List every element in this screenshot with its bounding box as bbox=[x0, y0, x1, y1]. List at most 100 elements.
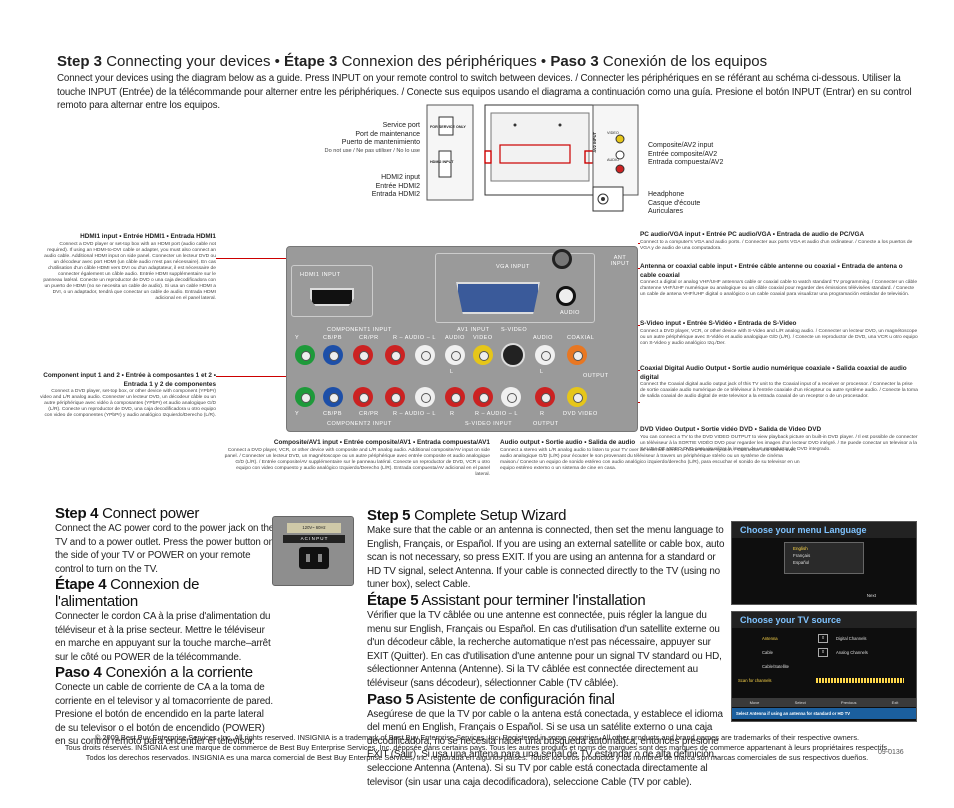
audio-out-callout-text: Connect a stereo with L/R analog audio t… bbox=[500, 447, 800, 471]
language-next-button[interactable]: Next bbox=[866, 593, 876, 598]
menu-source-screen: Choose your TV source Antenna Cable Cabl… bbox=[731, 611, 917, 722]
av1-callout: Composite/AV1 input • Entrée composite/A… bbox=[222, 439, 490, 478]
scan-progress-bar bbox=[816, 678, 904, 683]
nav-select: Select bbox=[794, 700, 806, 705]
vga-port-label: VGA INPUT bbox=[496, 264, 530, 270]
footer-line-2: Tous droits réservés. INSIGNIA est une m… bbox=[64, 743, 890, 752]
step5-es-label: Paso 5 bbox=[367, 690, 414, 708]
step5-en-heading: Step 5 Complete Setup Wizard bbox=[367, 507, 725, 524]
svideo-jack bbox=[501, 343, 525, 367]
audio-out-callout: Audio output • Sortie audio • Salida de … bbox=[500, 439, 800, 472]
antenna-callout-text: Connect a digital or analog VHF/UHF ante… bbox=[640, 280, 918, 298]
dvd-video-out-jack bbox=[567, 387, 587, 407]
footer-line-3: Todos los derechos reservados. INSIGNIA … bbox=[85, 753, 869, 762]
svideo-callout: S-Video input • Entrée S-Vidéo • Entrada… bbox=[640, 320, 918, 347]
comp1-pb-label: CB/PB bbox=[323, 335, 343, 341]
hdmi1-port-label: HDMI1 INPUT bbox=[300, 272, 341, 278]
av1-r-label: R bbox=[450, 411, 455, 417]
av1-l-label: L bbox=[450, 369, 454, 375]
step5-en-label: Step 5 bbox=[367, 507, 411, 524]
source-option-cable-satellite[interactable]: Cable/Satellite bbox=[762, 664, 790, 669]
hdmi2-fr: Entrée HDMI2 bbox=[375, 182, 420, 190]
av1-audio-label: AUDIO bbox=[445, 335, 465, 341]
nav-exit: Exit bbox=[891, 700, 899, 705]
out-l-label: L bbox=[540, 369, 544, 375]
hdmi1-port bbox=[310, 288, 354, 306]
comp1-pr-jack bbox=[353, 345, 373, 365]
step3-intro: Connect your devices using the diagram b… bbox=[57, 73, 912, 111]
language-option-espanol[interactable]: Español bbox=[793, 560, 810, 565]
comp2-pb-jack bbox=[323, 387, 343, 407]
component-callout-title: Component input 1 and 2 • Entrée à compo… bbox=[43, 372, 216, 388]
hdmi2-en: HDMI2 input bbox=[381, 174, 420, 181]
digital-channel-count: 0 bbox=[818, 634, 828, 643]
comp1-audio-r-jack bbox=[385, 345, 405, 365]
headphone-label: Headphone Casque d'écoute Auriculares bbox=[648, 191, 738, 217]
menu-source-title: Choose your TV source bbox=[732, 612, 916, 628]
step5-fr-label: Étape 5 bbox=[367, 591, 419, 609]
vga-port bbox=[456, 282, 540, 314]
svideo-input-label: S-VIDEO INPUT bbox=[465, 421, 513, 427]
step4-fr-label: Étape 4 bbox=[55, 576, 107, 593]
hdmi1-callout-title: HDMI1 input • Entrée HDMI1 • Entrada HDM… bbox=[80, 233, 216, 240]
hdmi2-label: HDMI2 input Entrée HDMI2 Entrada HDMI2 bbox=[340, 174, 420, 200]
source-option-antenna[interactable]: Antenna bbox=[762, 636, 778, 641]
out-r-label: R bbox=[540, 411, 545, 417]
document-code: 09-0136 bbox=[878, 749, 904, 756]
coaxial-jack bbox=[567, 345, 587, 365]
out-audio-label: AUDIO bbox=[533, 335, 553, 341]
antenna-jack bbox=[552, 249, 572, 269]
comp1-audio-l-jack bbox=[415, 345, 435, 365]
comp1-y-jack bbox=[295, 345, 315, 365]
step3-fr-label: Étape 3 bbox=[284, 53, 338, 70]
menu-nav-bar: Move Select Previous Exit bbox=[732, 698, 916, 707]
headphone-fr: Casque d'écoute bbox=[648, 199, 701, 207]
nav-move: Move bbox=[749, 700, 760, 705]
svideo-audio-l-jack bbox=[501, 387, 521, 407]
service-port-en: Service port bbox=[382, 122, 420, 129]
svc-small-label: FOR SERVICE ONLY bbox=[430, 125, 466, 129]
step5-es-title: Asistente de configuración final bbox=[416, 690, 615, 708]
comp2-y-label: Y bbox=[295, 411, 300, 417]
language-option-english[interactable]: English bbox=[793, 546, 808, 551]
hdmi1-callout: HDMI1 input • Entrée HDMI1 • Entrada HDM… bbox=[40, 233, 216, 302]
composite2-fr: Entrée composite/AV2 bbox=[648, 150, 718, 158]
component-callout-text: Connect a DVD player, set-top box, or ot… bbox=[40, 389, 216, 419]
av1-callout-text: Connect a DVD player, VCR, or other devi… bbox=[224, 447, 490, 477]
footer: © 2009 Best Buy Enterprise Services, Inc… bbox=[40, 733, 914, 763]
hdmi1-zone: HDMI1 INPUT bbox=[291, 265, 373, 317]
step3-en-label: Step 3 bbox=[57, 53, 103, 70]
step4-es-title: Conexión a la corriente bbox=[105, 664, 253, 681]
step5-fr-text: Vérifier que la TV câblée ou une antenne… bbox=[367, 609, 722, 689]
source-option-cable[interactable]: Cable bbox=[762, 650, 773, 655]
step5-fr-heading: Étape 5 Assistant pour terminer l'instal… bbox=[367, 592, 725, 609]
step5-section: Step 5 Complete Setup Wizard Make sure t… bbox=[367, 507, 725, 789]
av1-port-label: AV1 INPUT bbox=[457, 327, 490, 333]
step4-es-label: Paso 4 bbox=[55, 664, 102, 681]
tv-side-diagram bbox=[426, 104, 639, 212]
step4-fr-title: Connexion de l'alimentation bbox=[55, 576, 200, 610]
antenna-callout: Antenna or coaxial cable input • Entrée … bbox=[640, 263, 918, 298]
language-option-francais[interactable]: Français bbox=[793, 553, 811, 558]
composite2-en: Composite/AV2 input bbox=[648, 142, 714, 149]
comp1-y-label: Y bbox=[295, 335, 300, 341]
av1-video-label: VIDEO bbox=[473, 335, 493, 341]
step5-fr-title: Assistant pour terminer l'installation bbox=[421, 591, 646, 609]
headphone-en: Headphone bbox=[648, 191, 685, 198]
step4-en-text: Connect the AC power cord to the power j… bbox=[55, 523, 275, 575]
svideo-callout-text: Connect a DVD player, VCR, or other devi… bbox=[640, 328, 918, 346]
step3-es-label: Paso 3 bbox=[550, 53, 599, 70]
av2-small-label: AV2 INPUT bbox=[592, 132, 597, 153]
av1-callout-title: Composite/AV1 input • Entrée composite/A… bbox=[273, 439, 490, 446]
comp1-audio-label: R – AUDIO – L bbox=[393, 335, 436, 341]
pc-callout-text: Connect to a computer's VGA and audio po… bbox=[640, 239, 913, 251]
menu-source-hint: Select Antenna if using an antenna for s… bbox=[732, 708, 916, 719]
sv-audio-label: R – AUDIO – L bbox=[475, 411, 518, 417]
ac-socket bbox=[299, 547, 329, 569]
vga-zone: VGA INPUT AUDIO bbox=[435, 253, 595, 323]
antenna-callout-title: Antenna or coaxial cable input • Entrée … bbox=[640, 263, 903, 279]
analog-channels-label: Analog Channels bbox=[836, 650, 868, 655]
comp2-port-label: COMPONENT2 INPUT bbox=[327, 421, 392, 427]
scan-for-channels-label[interactable]: Scan for channels bbox=[738, 678, 772, 683]
language-list[interactable]: English Français Español bbox=[784, 542, 864, 574]
